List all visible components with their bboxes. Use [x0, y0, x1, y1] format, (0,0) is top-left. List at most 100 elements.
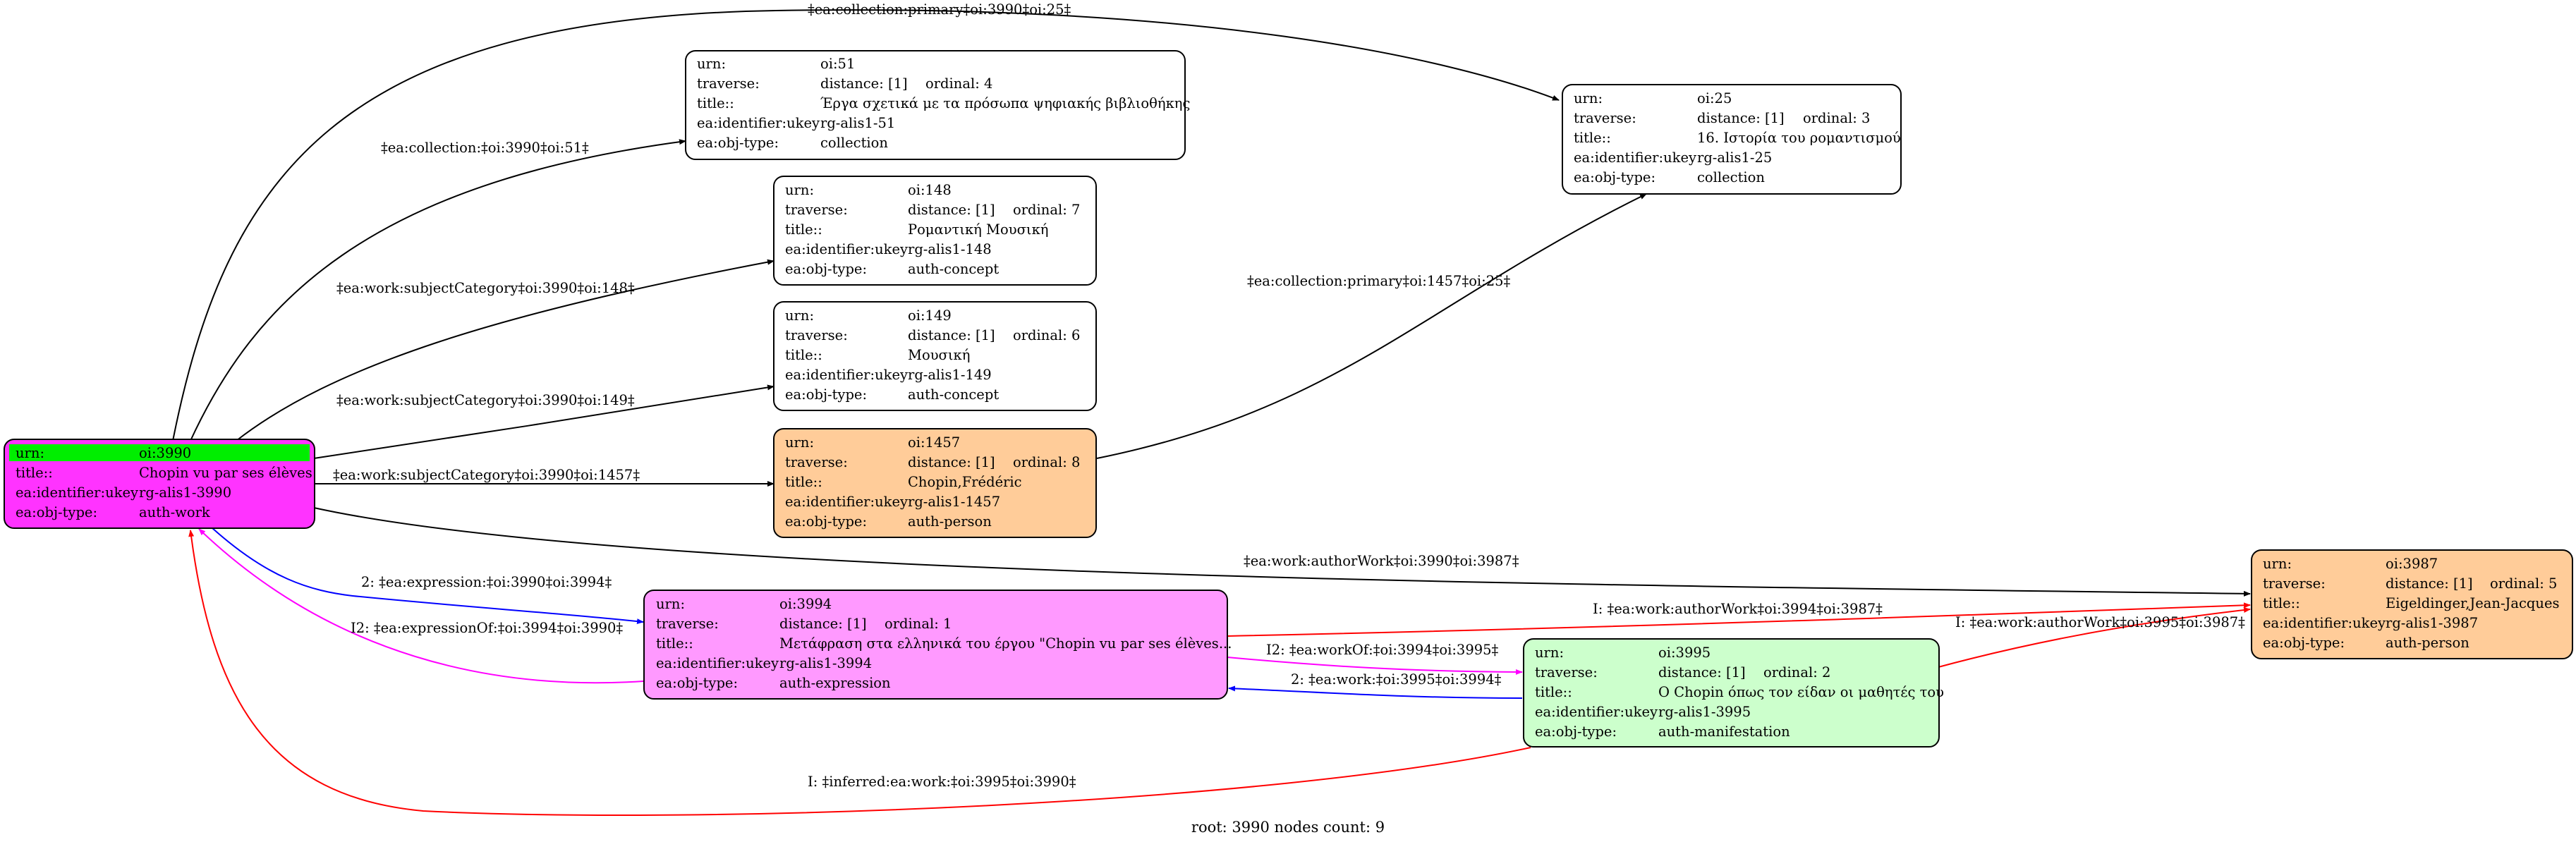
- node-1457-key-title: title::: [785, 474, 822, 490]
- edge-label-workof-3994-3995: I2: ‡ea:workOf:‡oi:3994‡oi:3995‡: [1266, 642, 1499, 658]
- node-3987-val-ordinal: ordinal: 5: [2490, 575, 2557, 592]
- edge-label-collection-primary-1457-25: ‡ea:collection:primary‡oi:1457‡oi:25‡: [1247, 273, 1511, 289]
- node-3994-key-traverse: traverse:: [656, 616, 719, 632]
- node-148-box: [773, 176, 1097, 286]
- node-51-key-traverse: traverse:: [697, 75, 760, 92]
- edge-collection-51: [190, 139, 686, 441]
- node-51-key-objtype: ea:obj-type:: [697, 135, 779, 151]
- node-3987-val-ukey: rg-alis1-3987: [2386, 615, 2478, 631]
- node-3995-key-urn: urn:: [1535, 645, 1564, 661]
- edge-label-authorwork-3995-3987: I: ‡ea:work:authorWork‡oi:3995‡oi:3987‡: [1955, 614, 2245, 630]
- edge-authorwork-3987: [313, 507, 2251, 597]
- node-3990-key-ukey: ea:identifier:ukey: [16, 484, 138, 501]
- node-1457-val-ukey: rg-alis1-1457: [908, 494, 1000, 510]
- node-149-val-traverse: distance: [1]: [908, 327, 995, 343]
- node-149-key-urn: urn:: [785, 307, 814, 324]
- node-25-key-traverse: traverse:: [1574, 110, 1636, 126]
- edge-label-collection-primary-25: ‡ea:collection:primary‡oi:3990‡oi:25‡: [808, 1, 1071, 18]
- node-1457[interactable]: urn: oi:1457 traverse: distance: [1] ord…: [773, 428, 1097, 538]
- node-25-val-traverse: distance: [1]: [1697, 110, 1785, 126]
- node-1457-val-title: Chopin,Frédéric: [908, 474, 1022, 490]
- node-149-val-ukey: rg-alis1-149: [908, 367, 992, 383]
- node-3990-key-urn: urn:: [16, 445, 44, 461]
- edge-collection-primary-1457-25: [1096, 193, 1647, 459]
- edge-authorwork-3995-3987: [1938, 607, 2251, 668]
- node-25-box: [1562, 84, 1902, 195]
- edge-collection-primary-25: [172, 9, 1560, 441]
- node-51-val-urn: oi:51: [820, 56, 855, 72]
- node-25-val-ordinal: ordinal: 3: [1803, 110, 1870, 126]
- node-3995-key-traverse: traverse:: [1535, 664, 1598, 681]
- node-3995-val-traverse: distance: [1]: [1658, 664, 1746, 681]
- node-51[interactable]: urn: oi:51 traverse: distance: [1] ordin…: [685, 50, 1190, 160]
- node-1457-val-ordinal: ordinal: 8: [1013, 454, 1080, 470]
- nodes: urn: oi:3990 title:: Chopin vu par ses é…: [4, 50, 2573, 748]
- edge-label-expression-3994: 2: ‡ea:expression:‡oi:3990‡oi:3994‡: [361, 574, 612, 590]
- node-148-key-title: title::: [785, 221, 822, 238]
- node-148[interactable]: urn: oi:148 traverse: distance: [1] ordi…: [773, 176, 1097, 286]
- node-3995[interactable]: urn: oi:3995 traverse: distance: [1] ord…: [1523, 638, 1944, 748]
- edge-subject-148: [236, 259, 774, 441]
- node-3990-val-objtype: auth-work: [139, 504, 210, 520]
- edge-label-expressionof-3994: I2: ‡ea:expressionOf:‡oi:3994‡oi:3990‡: [351, 620, 623, 636]
- node-51-box: [685, 50, 1186, 160]
- node-3994-val-objtype: auth-expression: [779, 675, 891, 691]
- edge-label-authorwork-3994-3987: I: ‡ea:work:authorWork‡oi:3994‡oi:3987‡: [1593, 601, 1883, 617]
- node-25-val-urn: oi:25: [1697, 90, 1732, 106]
- node-25-key-objtype: ea:obj-type:: [1574, 169, 1655, 185]
- node-148-val-traverse: distance: [1]: [908, 202, 995, 218]
- node-3990-val-urn: oi:3990: [139, 445, 191, 461]
- edge-label-collection-51: ‡ea:collection:‡oi:3990‡oi:51‡: [381, 140, 589, 156]
- node-3987-val-urn: oi:3987: [2386, 556, 2438, 572]
- node-148-key-ukey: ea:identifier:ukey: [785, 241, 908, 257]
- node-51-val-traverse: distance: [1]: [820, 75, 908, 92]
- node-1457-val-traverse: distance: [1]: [908, 454, 995, 470]
- node-3990[interactable]: urn: oi:3990 title:: Chopin vu par ses é…: [4, 439, 315, 529]
- node-3987[interactable]: urn: oi:3987 traverse: distance: [1] ord…: [2251, 549, 2573, 659]
- edge-label-subject-149: ‡ea:work:subjectCategory‡oi:3990‡oi:149‡: [336, 392, 635, 408]
- node-25-val-objtype: collection: [1697, 169, 1765, 185]
- node-3987-key-traverse: traverse:: [2263, 575, 2326, 592]
- node-3995-key-title: title::: [1535, 684, 1572, 700]
- node-1457-key-urn: urn:: [785, 434, 814, 451]
- node-149-val-title: Μουσική: [908, 347, 970, 363]
- node-149-key-traverse: traverse:: [785, 327, 848, 343]
- node-25-key-urn: urn:: [1574, 90, 1603, 106]
- node-1457-val-objtype: auth-person: [908, 513, 992, 530]
- node-3990-val-ukey: rg-alis1-3990: [139, 484, 231, 501]
- node-149-val-ordinal: ordinal: 6: [1013, 327, 1080, 343]
- node-3994-key-ukey: ea:identifier:ukey: [656, 655, 779, 671]
- node-3990-urn-highlight: [9, 444, 310, 461]
- edge-label-inferred-3995-3990: I: ‡inferred:ea:work:‡oi:3995‡oi:3990‡: [808, 774, 1076, 790]
- node-3995-val-objtype: auth-manifestation: [1658, 724, 1790, 740]
- node-149-key-title: title::: [785, 347, 822, 363]
- node-51-val-title: Έργα σχετικά με τα πρόσωπα ψηφιακής βιβλ…: [820, 95, 1190, 111]
- edge-label-subject-1457: ‡ea:work:subjectCategory‡oi:3990‡oi:1457…: [333, 467, 640, 483]
- node-25-val-ukey: rg-alis1-25: [1697, 150, 1772, 166]
- node-3987-key-objtype: ea:obj-type:: [2263, 635, 2345, 651]
- node-148-val-urn: oi:148: [908, 182, 952, 198]
- edge-work-3995-3994: [1228, 685, 1523, 699]
- edge-labels: ‡ea:collection:primary‡oi:3990‡oi:25‡ ‡e…: [333, 1, 2245, 790]
- node-3987-val-traverse: distance: [1]: [2386, 575, 2473, 592]
- node-25-val-title: 16. Ιστορία του ρομαντισμού: [1697, 130, 1901, 146]
- node-3987-key-urn: urn:: [2263, 556, 2292, 572]
- node-1457-key-traverse: traverse:: [785, 454, 848, 470]
- edge-label-subject-148: ‡ea:work:subjectCategory‡oi:3990‡oi:148‡: [336, 280, 635, 296]
- edge-expression-3994: [211, 527, 644, 625]
- node-148-key-traverse: traverse:: [785, 202, 848, 218]
- graph-footer: root: 3990 nodes count: 9: [1191, 819, 1385, 836]
- node-3994-key-urn: urn:: [656, 596, 685, 612]
- node-3994-val-title: Μετάφραση στα ελληνικά του έργου "Chopin…: [779, 635, 1232, 652]
- node-3995-key-objtype: ea:obj-type:: [1535, 724, 1617, 740]
- node-3987-box: [2251, 549, 2573, 659]
- node-149[interactable]: urn: oi:149 traverse: distance: [1] ordi…: [773, 301, 1097, 411]
- edge-label-authorwork-3987: ‡ea:work:authorWork‡oi:3990‡oi:3987‡: [1244, 553, 1519, 569]
- node-1457-key-objtype: ea:obj-type:: [785, 513, 867, 530]
- node-25[interactable]: urn: oi:25 traverse: distance: [1] ordin…: [1562, 84, 1902, 195]
- node-3994[interactable]: urn: oi:3994 traverse: distance: [1] ord…: [643, 590, 1232, 700]
- node-148-val-title: Ρομαντική Μουσική: [908, 221, 1048, 238]
- edge-label-work-3995-3994: 2: ‡ea:work:‡oi:3995‡oi:3994‡: [1291, 671, 1502, 688]
- node-148-val-ordinal: ordinal: 7: [1013, 202, 1080, 218]
